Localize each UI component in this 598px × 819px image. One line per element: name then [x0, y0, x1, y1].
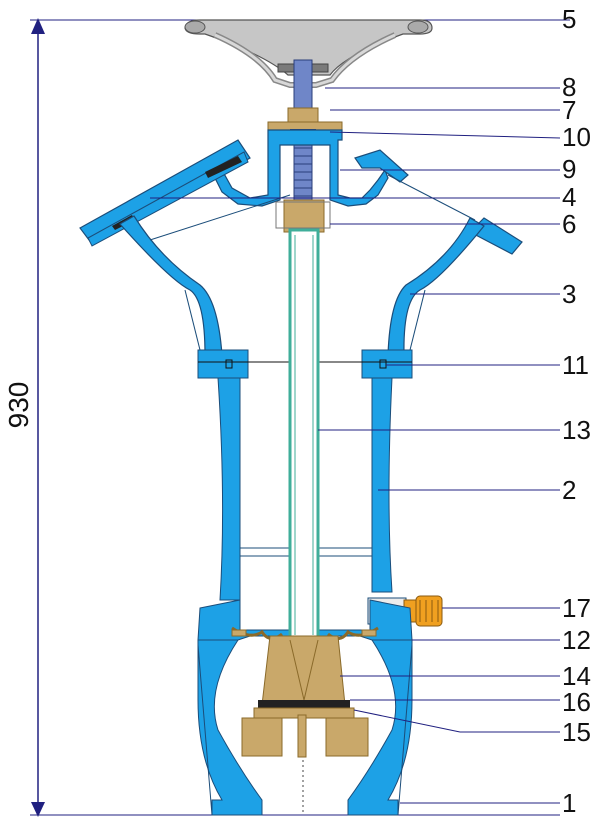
callout-12: 12: [562, 625, 591, 655]
callout-6: 6: [562, 209, 576, 239]
callout-11: 11: [562, 350, 589, 380]
overall-height-dimension: 930: [3, 18, 570, 817]
callout-2: 2: [562, 475, 576, 505]
callout-15: 15: [562, 717, 591, 747]
lower-column: [217, 377, 393, 601]
callout-14: 14: [562, 661, 591, 691]
leader-lines: [150, 87, 561, 804]
callout-17: 17: [562, 593, 591, 623]
dimension-label: 930: [3, 382, 34, 429]
callout-10: 10: [562, 122, 591, 152]
valve-plug: [241, 635, 369, 758]
callout-8: 8: [562, 72, 576, 102]
callout-1: 1: [562, 788, 576, 818]
callout-labels: 5 8 7 10 9 4 6 3 11 13 2 17 12 14 16 15 …: [562, 4, 591, 818]
extension-rod: [288, 228, 320, 642]
gland-bushing: [283, 199, 325, 233]
callout-16: 16: [562, 687, 591, 717]
callout-13: 13: [562, 415, 591, 445]
callout-5: 5: [562, 4, 576, 34]
callout-7: 7: [562, 95, 576, 125]
callout-3: 3: [562, 279, 576, 309]
callout-9: 9: [562, 154, 576, 184]
base-body: [197, 639, 413, 816]
callout-4: 4: [562, 182, 576, 212]
